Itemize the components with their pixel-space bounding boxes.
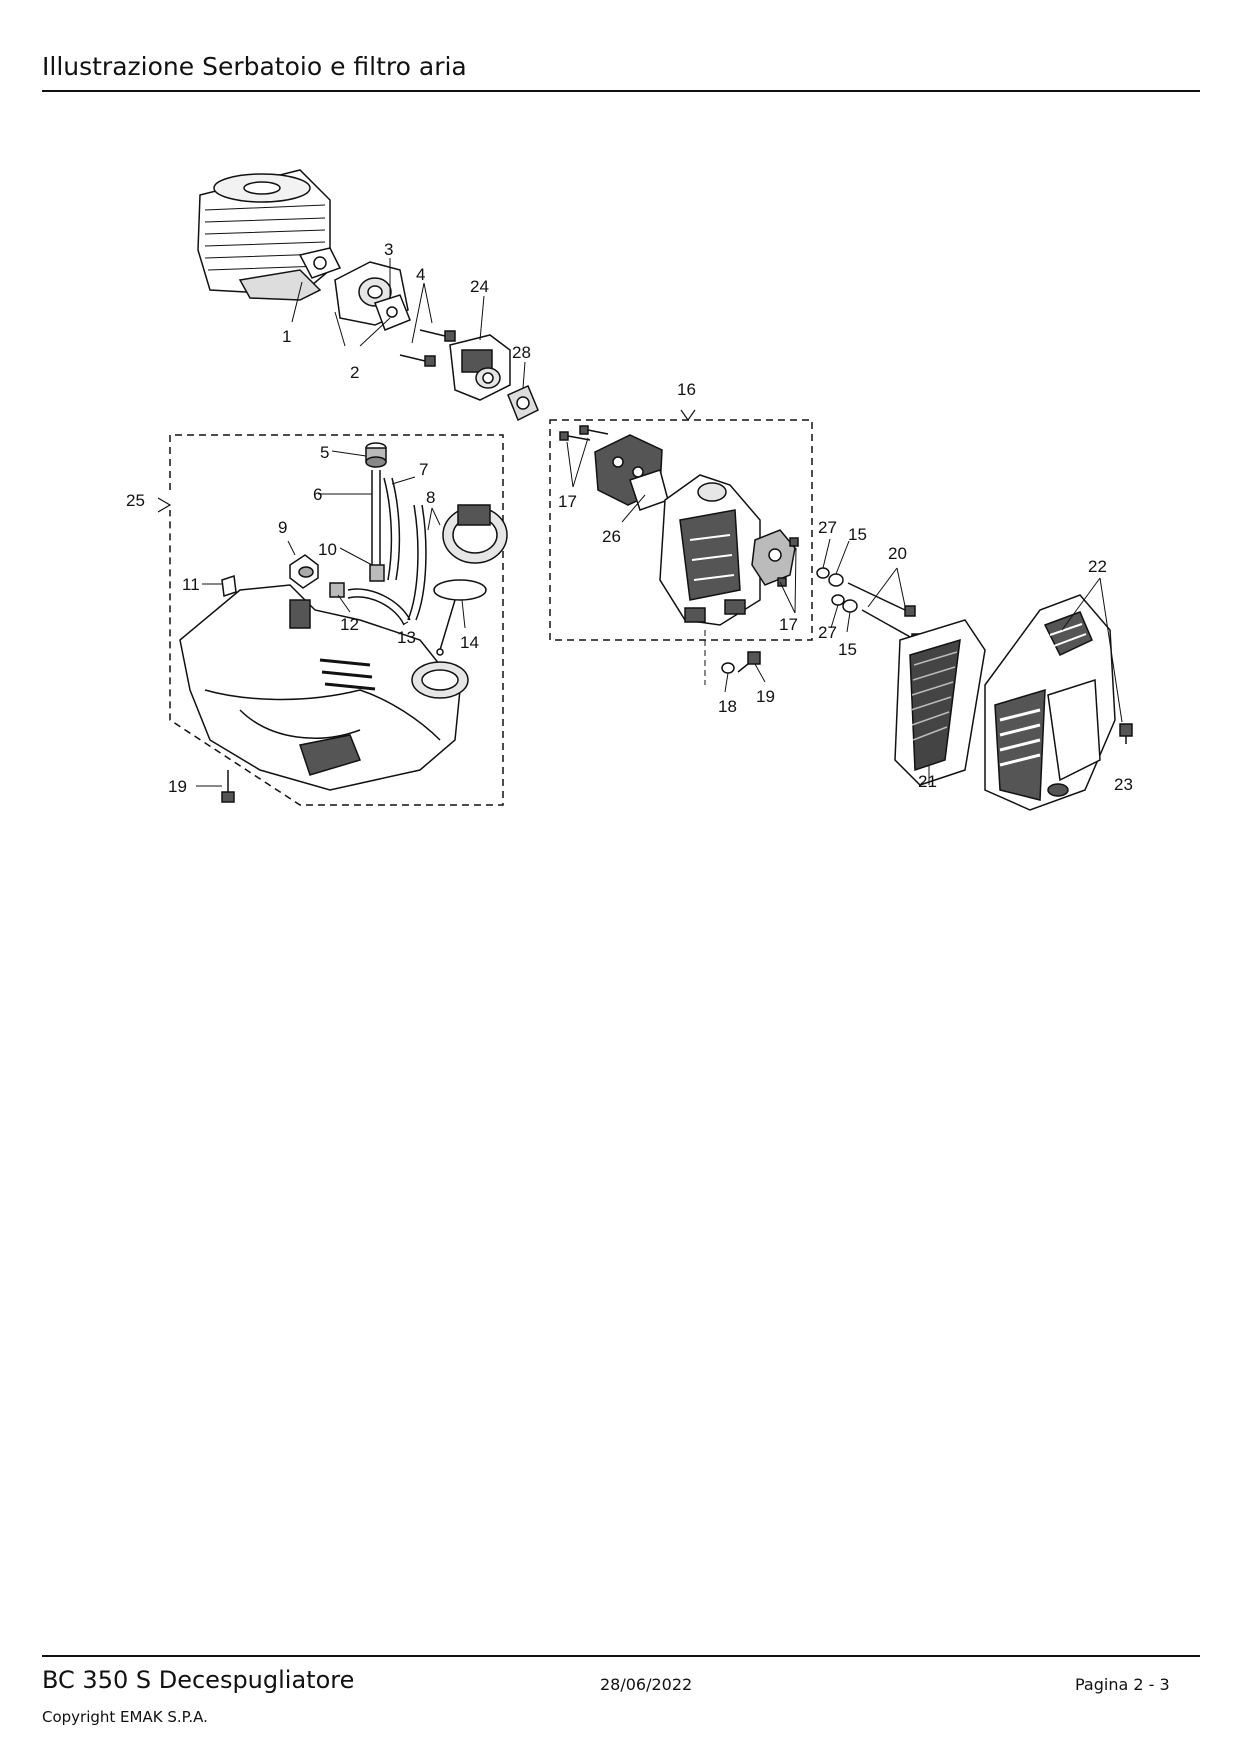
callout-13: 13 bbox=[397, 628, 416, 647]
header-rule bbox=[42, 90, 1200, 92]
callout-18: 18 bbox=[718, 697, 737, 716]
footer-copyright: Copyright EMAK S.P.A. bbox=[42, 1708, 208, 1726]
callout-11: 11 bbox=[182, 575, 200, 594]
callout-27-top: 27 bbox=[818, 518, 837, 537]
fuel-cap-part bbox=[365, 442, 387, 468]
cylinder-part bbox=[197, 169, 331, 301]
callout-labels: 1 2 3 4 24 28 5 6 7 8 9 10 11 12 13 14 2… bbox=[126, 240, 1133, 796]
callout-25: 25 bbox=[126, 491, 145, 510]
footer-model-name: BC 350 S Decespugliatore bbox=[42, 1666, 355, 1694]
washer-part-27-bottom bbox=[831, 594, 845, 606]
oring-part-14 bbox=[433, 579, 487, 656]
screw-part-19-bottom bbox=[221, 770, 235, 803]
callout-5: 5 bbox=[320, 443, 329, 462]
valve-part-12 bbox=[329, 582, 345, 598]
callout-1: 1 bbox=[282, 327, 291, 346]
callout-12: 12 bbox=[340, 615, 359, 634]
group-box-16 bbox=[549, 419, 813, 641]
screw-part-23 bbox=[1119, 723, 1133, 744]
filter-base-part bbox=[659, 474, 761, 626]
callout-15-bottom: 15 bbox=[838, 640, 857, 659]
washer-part-27-top bbox=[816, 567, 830, 579]
callout-6: 6 bbox=[313, 485, 322, 504]
callout-28: 28 bbox=[512, 343, 531, 362]
callout-26: 26 bbox=[602, 527, 621, 546]
hose-part-13 bbox=[347, 504, 427, 626]
footer-rule bbox=[42, 1655, 1200, 1657]
grommet-part-9 bbox=[289, 554, 319, 589]
bolt-part-20 bbox=[847, 582, 923, 645]
callout-7: 7 bbox=[419, 460, 428, 479]
vent-hose-part-7 bbox=[383, 477, 401, 581]
spacer-part-15-bottom bbox=[842, 599, 858, 613]
callout-20: 20 bbox=[888, 544, 907, 563]
callout-23: 23 bbox=[1114, 775, 1133, 794]
plug-part-11 bbox=[221, 574, 237, 598]
callout-16: 16 bbox=[677, 380, 696, 399]
primer-bulb-part-8 bbox=[442, 504, 508, 564]
bracket-part-right bbox=[751, 529, 796, 586]
callout-17-top: 17 bbox=[558, 492, 577, 511]
gasket-part-28 bbox=[507, 384, 539, 422]
spacer-part-15-top bbox=[828, 573, 844, 587]
callout-24: 24 bbox=[470, 277, 489, 296]
callout-19-bottom: 19 bbox=[168, 777, 187, 796]
screw-part-4 bbox=[399, 329, 456, 367]
callout-9: 9 bbox=[278, 518, 287, 537]
carburetor-part bbox=[449, 334, 511, 401]
group-box-25 bbox=[169, 434, 504, 806]
bracket-25 bbox=[157, 497, 172, 513]
gasket-part-1 bbox=[298, 247, 342, 279]
callout-21: 21 bbox=[918, 772, 937, 791]
leader-lines bbox=[196, 258, 1123, 787]
callout-27-bottom: 27 bbox=[818, 623, 837, 642]
fuel-tank-part bbox=[179, 584, 469, 791]
gasket-part-3 bbox=[374, 294, 411, 331]
callout-22: 22 bbox=[1088, 557, 1107, 576]
callout-15-top: 15 bbox=[848, 525, 867, 544]
callout-8: 8 bbox=[426, 488, 435, 507]
callout-14: 14 bbox=[460, 633, 479, 652]
footer-page-number: Pagina 2 - 3 bbox=[1075, 1675, 1170, 1694]
fuel-line-part-6 bbox=[371, 470, 381, 575]
callout-2: 2 bbox=[350, 363, 359, 382]
screw-part-17-top bbox=[559, 425, 609, 441]
washer-part-18 bbox=[721, 662, 735, 674]
air-filter-part bbox=[894, 619, 986, 786]
bracket-16 bbox=[680, 409, 696, 422]
footer-date: 28/06/2022 bbox=[600, 1675, 693, 1694]
callout-4: 4 bbox=[416, 265, 425, 284]
callout-3: 3 bbox=[384, 240, 393, 259]
callout-10: 10 bbox=[318, 540, 337, 559]
filter-part-10 bbox=[369, 564, 385, 582]
callout-19-middle: 19 bbox=[756, 687, 775, 706]
screw-part-19-middle bbox=[737, 651, 761, 673]
filter-cover-part bbox=[984, 594, 1116, 811]
page-title: Illustrazione Serbatoio e filtro aria bbox=[42, 52, 467, 81]
callout-17-bottom: 17 bbox=[779, 615, 798, 634]
